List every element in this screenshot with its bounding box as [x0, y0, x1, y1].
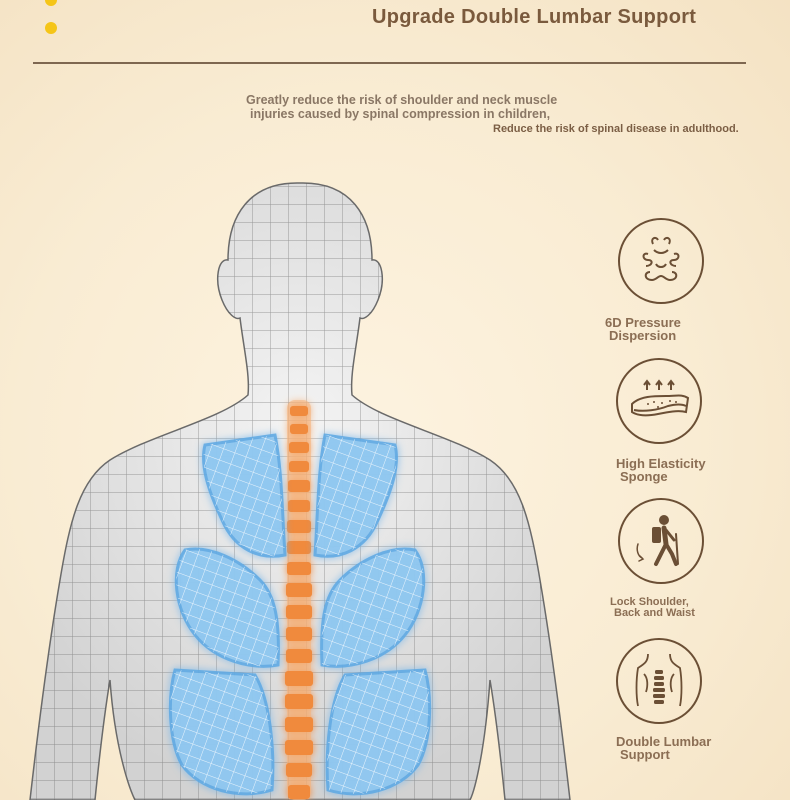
feature-label-lock: Lock Shoulder, Back and Waist — [610, 596, 695, 619]
back-illustration — [29, 182, 571, 800]
pad-middle-left — [174, 547, 280, 668]
feature-label-lumbar: Double Lumbar Support — [616, 734, 712, 762]
pad-upper-left — [202, 433, 287, 558]
description-line-3: Reduce the risk of spinal disease in adu… — [493, 123, 739, 135]
pad-upper-right — [313, 433, 398, 558]
pressure-dispersion-icon — [618, 218, 704, 304]
feature-label-sponge: High Elasticity Sponge — [616, 456, 706, 484]
decor-dot-top — [45, 0, 57, 6]
feature-label-pressure: 6D Pressure Dispersion — [605, 315, 681, 343]
pad-middle-right — [320, 547, 426, 668]
page-title: Upgrade Double Lumbar Support — [372, 6, 697, 28]
description-line-1: Greatly reduce the risk of shoulder and … — [246, 93, 558, 107]
decor-dot — [45, 22, 57, 34]
lumbar-pads — [168, 433, 432, 796]
spine — [285, 400, 313, 800]
lumbar-spine-icon — [616, 638, 702, 724]
hiker-icon — [618, 498, 704, 584]
pad-lower-left — [168, 668, 275, 796]
description-line-2: injuries caused by spinal compression in… — [250, 107, 551, 121]
pad-lower-right — [325, 668, 432, 796]
title-divider — [33, 62, 746, 64]
description-block: Greatly reduce the risk of shoulder and … — [246, 93, 606, 121]
elastic-sponge-icon — [616, 358, 702, 444]
